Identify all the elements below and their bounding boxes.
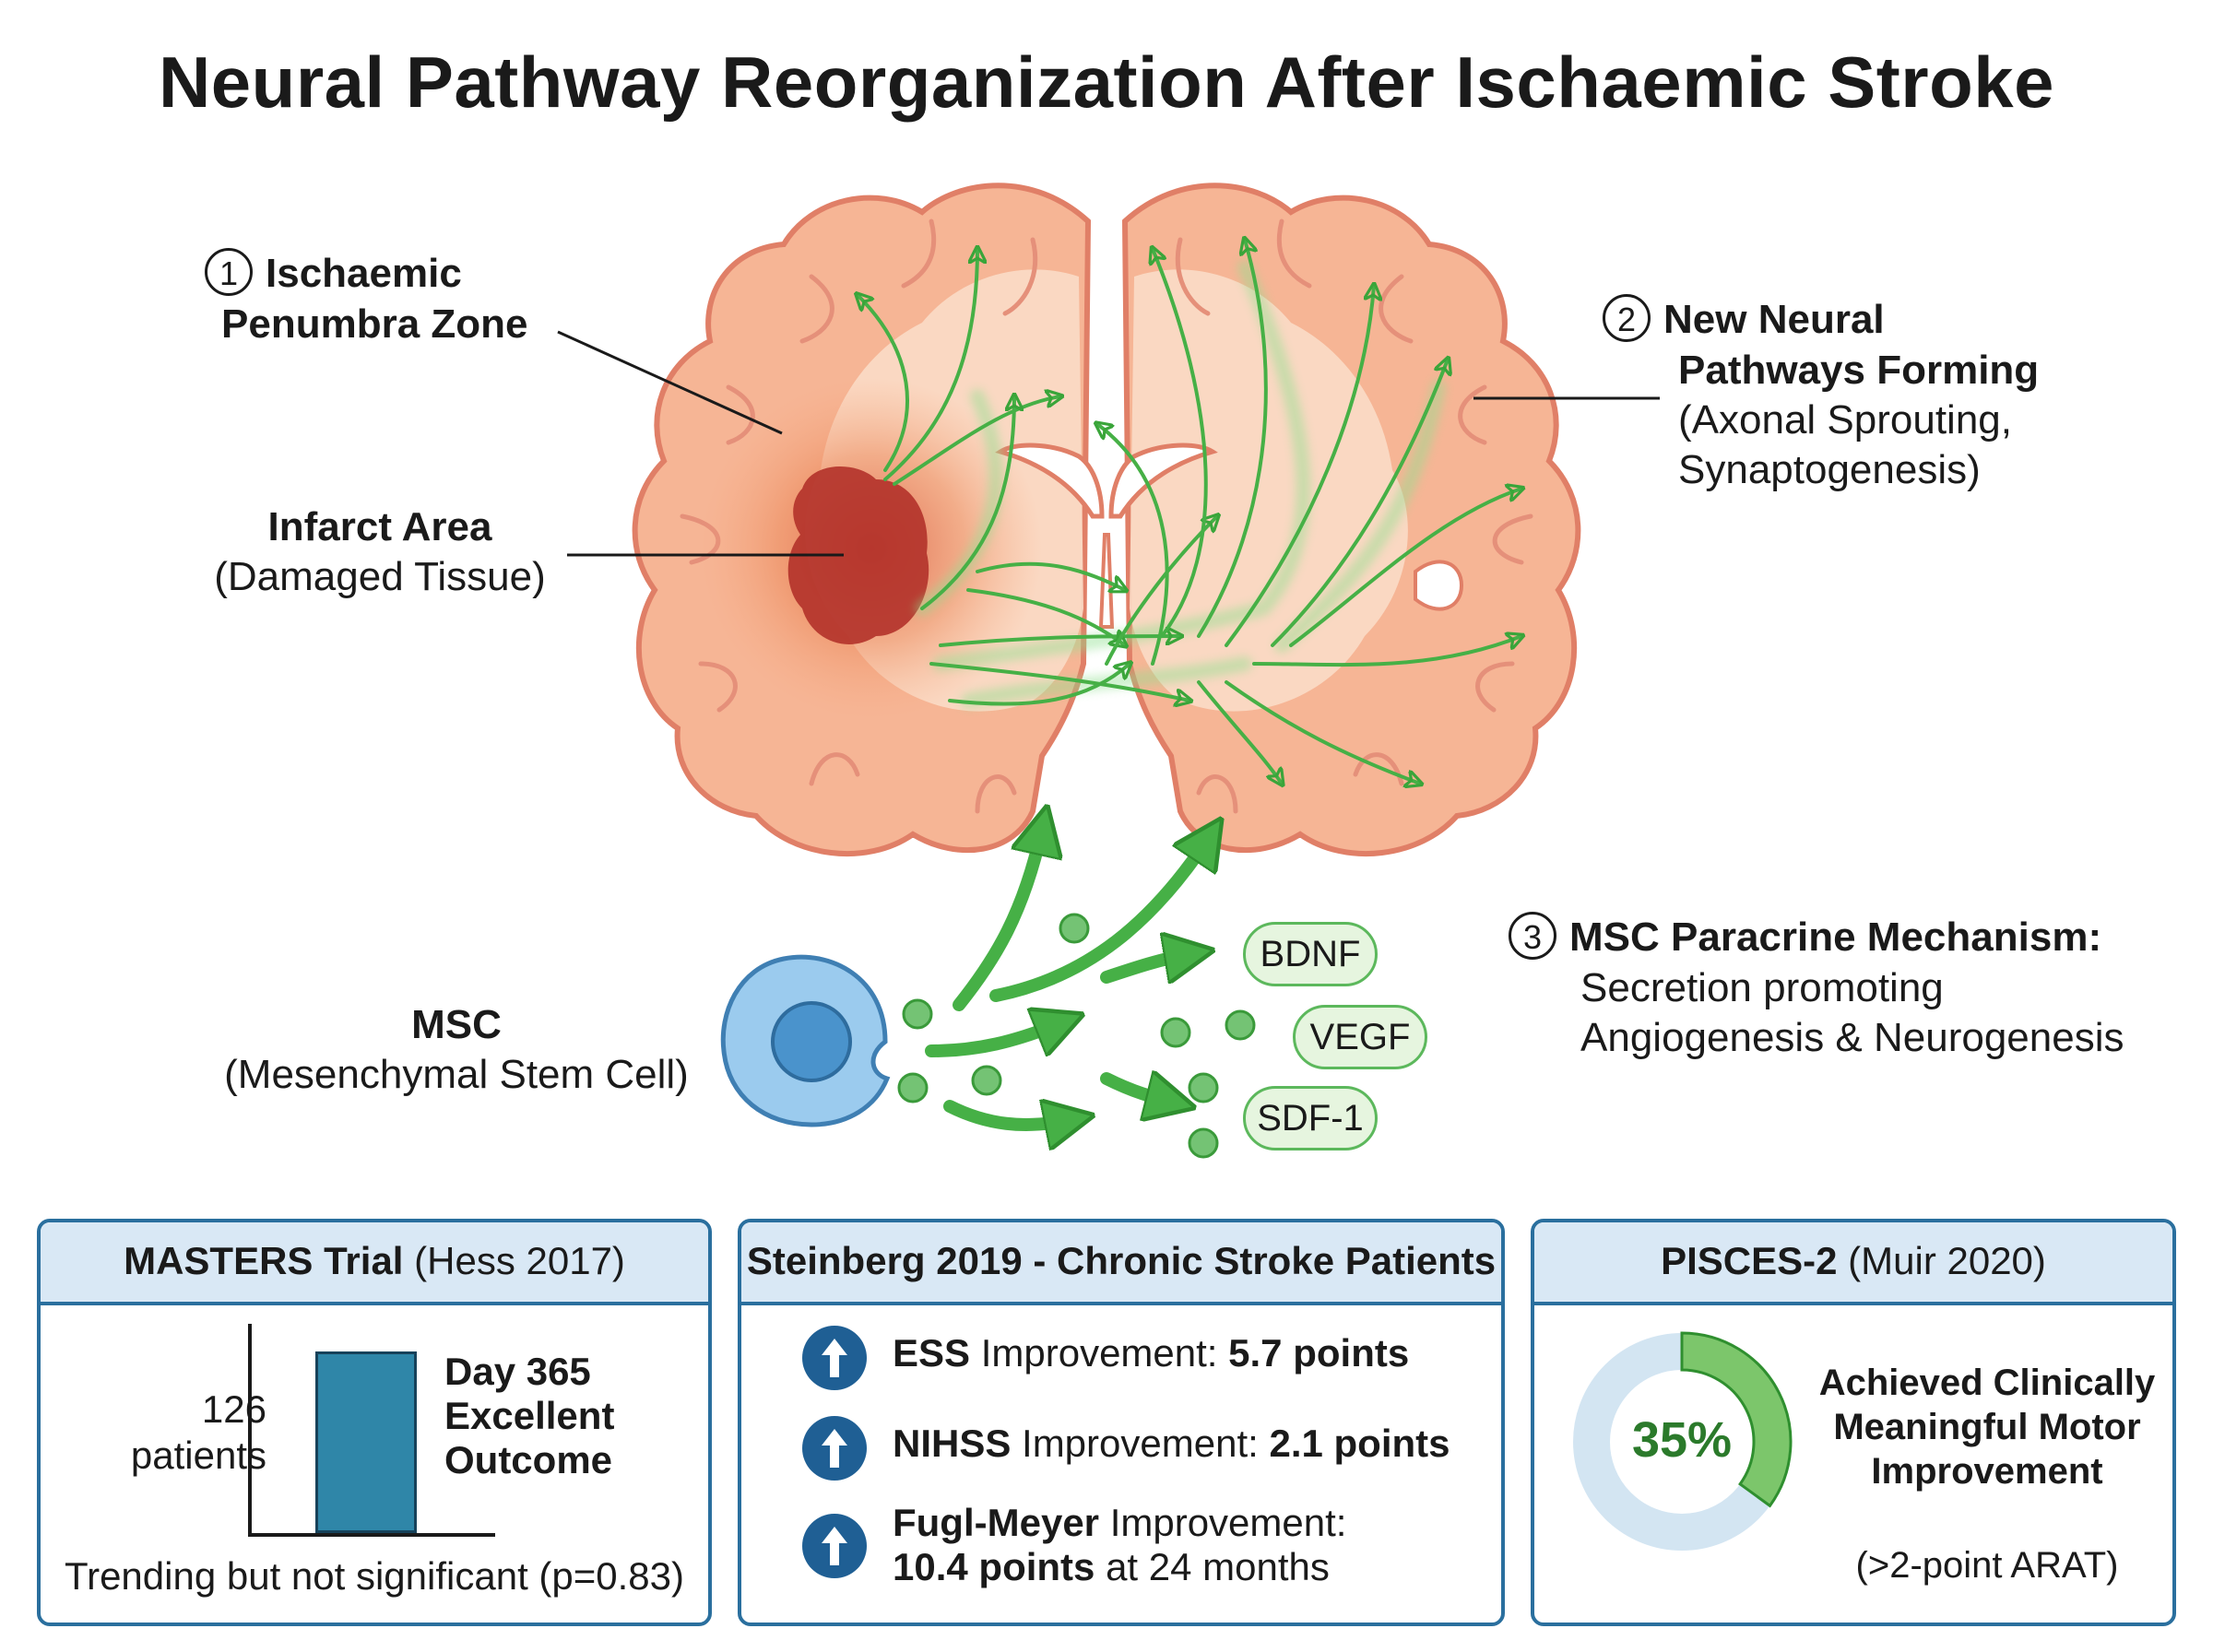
stat-ess: ESS Improvement: 5.7 points — [893, 1331, 1410, 1375]
outcome-bar — [315, 1351, 417, 1533]
brain-diagram — [557, 183, 1660, 1159]
ventricle-left — [995, 442, 1105, 519]
donut-progress-arc — [1680, 1331, 1793, 1508]
panel-steinberg: Steinberg 2019 - Chronic Stroke Patients… — [738, 1219, 1505, 1626]
factor-chip-vegf: VEGF — [1293, 1005, 1427, 1069]
stat-fugl-meyer: Fugl-Meyer Improvement: 10.4 points at 2… — [893, 1501, 1347, 1588]
neural-pathways — [858, 240, 1521, 784]
page-title: Neural Pathway Reorganization After Isch… — [158, 41, 2055, 123]
secreted-particles — [971, 913, 1256, 1159]
infarct-area — [787, 466, 929, 644]
masters-footer: Trending but not significant (p=0.83) — [64, 1554, 685, 1598]
factor-chip-bdnf: BDNF — [1243, 922, 1378, 986]
panel-masters-trial: MASTERS Trial (Hess 2017) 126 patients D… — [37, 1219, 712, 1626]
arrow-up-icon — [802, 1326, 867, 1390]
panel-masters-header: MASTERS Trial (Hess 2017) — [41, 1222, 708, 1305]
pisces-description: Achieved Clinically Meaningful Motor Imp… — [1818, 1363, 2156, 1492]
donut-percent-label: 35% — [1632, 1412, 1732, 1468]
right-lateral-cavity — [1414, 560, 1464, 611]
arrow-up-icon — [802, 1416, 867, 1481]
arrow-up-icon — [802, 1514, 867, 1578]
label-msc: MSC (Mesenchymal Stem Cell) — [224, 1002, 689, 1097]
msc-cell — [720, 954, 933, 1127]
patients-count: 126 patients — [130, 1387, 266, 1477]
donut-chart: 35% — [1573, 1331, 1793, 1551]
bar-label: Day 365 Excellent Outcome — [444, 1350, 615, 1481]
panel-pisces-header: PISCES-2 (Muir 2020) — [1534, 1222, 2172, 1305]
brain-illustration — [632, 183, 1581, 857]
leader-lines — [557, 330, 1660, 557]
factor-chip-sdf1: SDF-1 — [1243, 1086, 1378, 1150]
stat-nihss: NIHSS Improvement: 2.1 points — [893, 1422, 1450, 1465]
pisces-footnote: (>2-point ARAT) — [1855, 1545, 2119, 1586]
panel-steinberg-header: Steinberg 2019 - Chronic Stroke Patients — [741, 1222, 1501, 1305]
step-number-2: 2 — [1603, 294, 1651, 343]
chart-y-axis — [248, 1324, 252, 1536]
chart-x-axis — [248, 1533, 495, 1537]
secretion-arrows — [925, 830, 1208, 1125]
panel-pisces-2: PISCES-2 (Muir 2020) 35% Achieved Clinic… — [1531, 1219, 2176, 1626]
step-number-1: 1 — [205, 248, 253, 297]
label-infarct: Infarct Area (Damaged Tissue) — [214, 504, 546, 599]
step-number-3: 3 — [1509, 912, 1556, 961]
